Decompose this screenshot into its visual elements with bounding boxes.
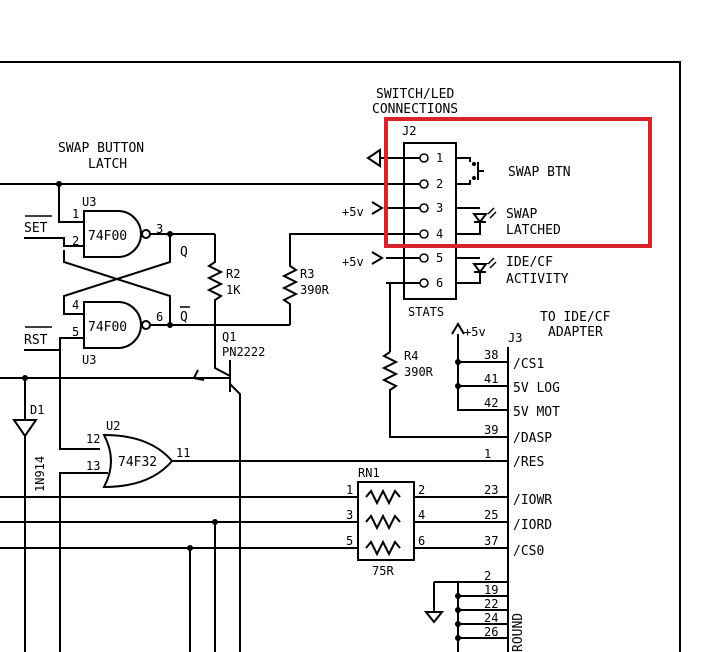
u3b-part: 74F00 <box>88 320 127 335</box>
j2-pin-2: 2 <box>436 177 443 191</box>
u3b-pin-5: 5 <box>72 325 79 339</box>
gnd-pin-19: 19 <box>484 583 498 597</box>
u3a-ref: U3 <box>82 195 96 209</box>
r2-value: 1K <box>226 283 241 297</box>
j3-pin-37: 37 <box>484 534 498 548</box>
j3-plus5v: +5v <box>464 325 486 339</box>
gnd-pin-22: 22 <box>484 597 498 611</box>
j3-pin-38: 38 <box>484 348 498 362</box>
rn1-pin-6: 6 <box>418 534 425 548</box>
j3-pin-42: 42 <box>484 396 498 410</box>
gnd-pin-24: 24 <box>484 611 498 625</box>
r2-ref: R2 <box>226 267 240 281</box>
j3-sig-iord: /IORD <box>513 518 552 533</box>
r2-resistor: R2 1K <box>206 234 241 352</box>
swap-btn-label: SWAP BTN <box>508 165 571 180</box>
j3-sig-iowr: /IOWR <box>513 493 552 508</box>
u3a-gate: 74F00 U3 1 2 3 <box>72 195 163 258</box>
j3-connector: TO IDE/CF ADAPTER J3 +5v 38 41 42 39 1 2… <box>423 310 611 652</box>
ground-label: ROUND <box>511 613 526 652</box>
j3-sig-dasp: /DASP <box>513 431 552 446</box>
j2-pin-1: 1 <box>436 151 443 165</box>
switch-led-title-1: SWITCH/LED <box>376 87 454 102</box>
u3b-pin-6: 6 <box>156 310 163 324</box>
rn1-pin-4: 4 <box>418 508 425 522</box>
plus5v-pin5: +5v <box>342 255 364 269</box>
rn1-pin-5: 5 <box>346 534 353 548</box>
j2-pin-5: 5 <box>436 251 443 265</box>
r3-ref: R3 <box>300 267 314 281</box>
rst-label: RST <box>24 333 48 348</box>
ide-activity-label-1: IDE/CF <box>506 255 553 270</box>
u2-gate: U2 74F32 12 13 11 <box>59 419 508 652</box>
r4-ref: R4 <box>404 349 418 363</box>
u2-part: 74F32 <box>118 455 157 470</box>
rn1-pin-1: 1 <box>346 483 353 497</box>
swap-latch-title-1: SWAP BUTTON <box>58 141 144 156</box>
latch-wires <box>0 181 386 450</box>
j2-ref: J2 <box>402 124 416 138</box>
set-label: SET <box>24 221 48 236</box>
stats-label: STATS <box>408 305 444 319</box>
highlight-box <box>384 117 652 248</box>
j2-connector: SWITCH/LED CONNECTIONS J2 1 2 3 4 5 6 +5… <box>342 87 571 352</box>
u2-pin-13: 13 <box>86 459 100 473</box>
to-ide-label-2: ADAPTER <box>548 325 603 340</box>
j3-ref: J3 <box>508 331 522 345</box>
q1-ref: Q1 <box>222 330 236 344</box>
j3-pin-23: 23 <box>484 483 498 497</box>
j2-pin-3: 3 <box>436 201 443 215</box>
j2-pin-6: 6 <box>436 276 443 290</box>
u3a-pin-2: 2 <box>72 234 79 248</box>
j3-pin-41: 41 <box>484 372 498 386</box>
q-bar-label: Q <box>180 310 188 325</box>
ide-activity-label-2: ACTIVITY <box>506 272 569 287</box>
d1-part: 1N914 <box>33 456 47 492</box>
j3-sig-5vlog: 5V LOG <box>513 381 560 396</box>
swap-latched-label-1: SWAP <box>506 207 537 222</box>
u3a-pin-3: 3 <box>156 222 163 236</box>
swap-latch-title-2: LATCH <box>88 157 127 172</box>
q1-part: PN2222 <box>222 345 265 359</box>
d1-ref: D1 <box>30 403 44 417</box>
sheet-border <box>0 61 681 652</box>
switch-led-title-2: CONNECTIONS <box>372 102 458 117</box>
j2-pin-4: 4 <box>436 227 443 241</box>
rn1-pin-2: 2 <box>418 483 425 497</box>
j3-sig-cs1: /CS1 <box>513 357 544 372</box>
gnd-pin-2: 2 <box>484 569 491 583</box>
q1-transistor: Q1 PN2222 <box>0 330 265 652</box>
u3b-pin-4: 4 <box>72 298 79 312</box>
u3b-gate: 74F00 U3 4 5 6 <box>72 298 163 367</box>
j3-pin-25: 25 <box>484 508 498 522</box>
d1-diode: D1 1N914 <box>12 375 47 652</box>
u2-pin-11: 11 <box>176 446 190 460</box>
j3-sig-5vmot: 5V MOT <box>513 405 560 420</box>
u2-pin-12: 12 <box>86 432 100 446</box>
j3-pin-39: 39 <box>484 423 498 437</box>
j3-sig-res: /RES <box>513 455 544 470</box>
r3-value: 390R <box>300 283 330 297</box>
swap-latched-label-2: LATCHED <box>506 223 561 238</box>
u2-ref: U2 <box>106 419 120 433</box>
u3a-pin-1: 1 <box>72 207 79 221</box>
j3-pin-1: 1 <box>484 447 491 461</box>
r4-value: 390R <box>404 365 434 379</box>
rn1-network: RN1 75R 1 2 3 4 5 6 <box>0 466 508 652</box>
rn1-ref: RN1 <box>358 466 380 480</box>
r3-resistor: R3 390R <box>281 233 386 325</box>
to-ide-label-1: TO IDE/CF <box>540 310 611 325</box>
u3b-ref: U3 <box>82 353 96 367</box>
gnd-pin-26: 26 <box>484 625 498 639</box>
plus5v-pin3: +5v <box>342 205 364 219</box>
r4-resistor: R4 390R <box>381 349 508 438</box>
rn1-value: 75R <box>372 564 394 578</box>
rn1-pin-3: 3 <box>346 508 353 522</box>
j3-sig-cs0: /CS0 <box>513 544 544 559</box>
q-label: Q <box>180 245 188 260</box>
u3a-part: 74F00 <box>88 229 127 244</box>
